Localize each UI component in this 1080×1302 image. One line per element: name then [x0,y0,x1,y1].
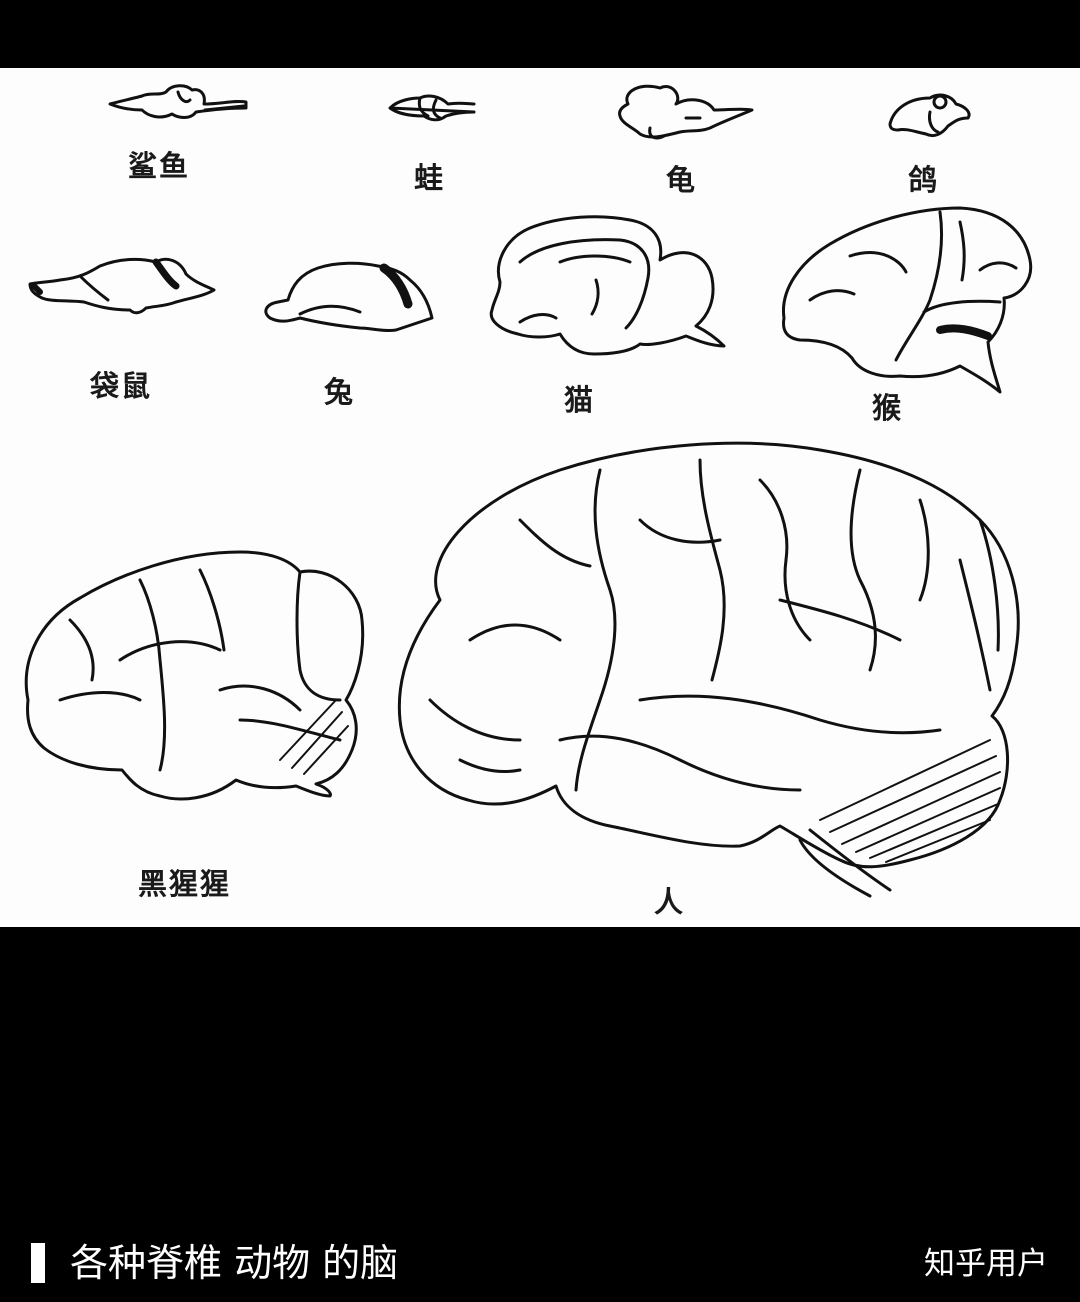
brain-illustration [24,84,1033,898]
label-pigeon: 鸽 [908,163,940,197]
human-brain-drawing [397,441,1020,898]
turtle-brain-drawing [618,84,754,140]
pigeon-brain-drawing [888,93,971,138]
image-caption: 各种脊椎 动物 的脑 [70,1241,399,1285]
frog-brain-drawing [388,94,476,122]
label-rabbit: 兔 [324,375,356,409]
label-monkey: 猴 [872,391,904,425]
chimpanzee-brain-drawing [24,550,365,801]
label-chimpanzee: 黑猩猩 [138,867,232,901]
label-cat: 猫 [564,383,596,417]
label-turtle: 龟 [666,163,698,197]
label-human: 人 [654,885,686,919]
shark-brain-drawing [108,84,248,119]
cat-brain-drawing [489,215,726,356]
monkey-brain-drawing [782,206,1033,394]
label-frog: 蛙 [414,161,446,195]
brain-comparison-image[interactable]: 鲨鱼 蛙 龟 鸽 袋鼠 兔 猫 猴 黑猩猩 人 [0,68,1080,927]
label-opossum: 袋鼠 [90,369,153,403]
author-name[interactable]: 知乎用户 [924,1246,1048,1282]
caption-marker [31,1243,45,1283]
label-shark: 鲨鱼 [128,149,191,183]
rabbit-brain-drawing [264,261,434,333]
opossum-brain-drawing [28,257,216,315]
